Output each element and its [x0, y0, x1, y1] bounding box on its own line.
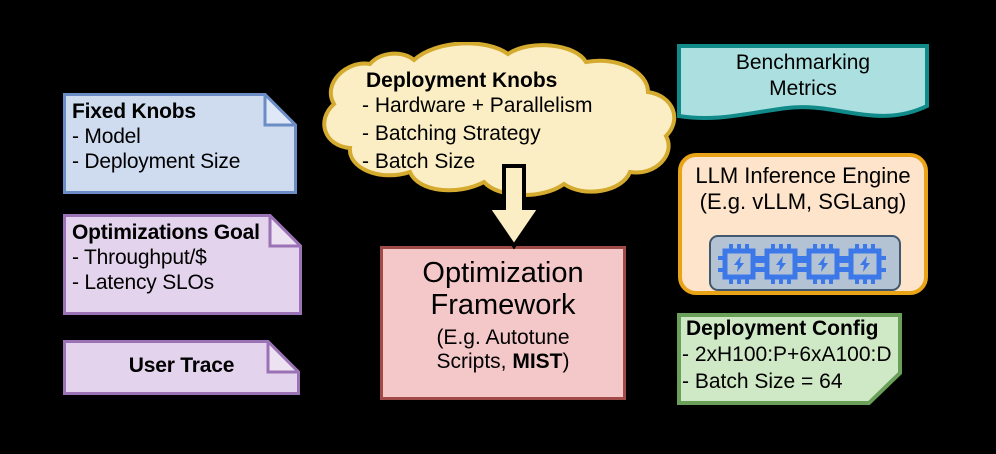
framework-line-4-suffix: ) — [562, 350, 570, 374]
deployment-config-box[interactable]: Deployment Config - 2xH100:P+6xA100:D - … — [677, 313, 902, 405]
framework-line-4-prefix: Scripts, — [436, 350, 513, 374]
optimization-goal-title: Optimizations Goal — [72, 221, 260, 244]
optimization-goal-item-1: - Latency SLOs — [72, 270, 214, 294]
deployment-config-title: Deployment Config — [686, 317, 879, 340]
optimization-framework-box[interactable]: Optimization Framework (E.g. Autotune Sc… — [380, 246, 626, 400]
deployment-config-item-1: - Batch Size = 64 — [682, 370, 843, 393]
gpu-chip-icon-4 — [844, 244, 886, 284]
down-arrow — [484, 164, 544, 250]
note-shape-optimization-goal — [63, 214, 302, 315]
note-shape-fixed-knobs — [63, 93, 297, 194]
cut-corner-shape-config — [677, 313, 902, 405]
engine-line-2: (E.g. vLLM, SGLang) — [699, 189, 907, 215]
framework-line-4: Scripts, MIST) — [383, 350, 623, 374]
user-trace-card[interactable]: User Trace — [63, 340, 300, 395]
gpu-chip-icon-3 — [802, 244, 844, 284]
document-shape-benchmarking — [677, 44, 929, 120]
benchmarking-line-1: Benchmarking — [735, 51, 871, 74]
deployment-knobs-item-0: - Hardware + Parallelism — [362, 94, 593, 117]
benchmarking-metrics-doc[interactable]: Benchmarking Metrics — [677, 44, 929, 120]
benchmarking-line-2: Metrics — [769, 76, 837, 100]
fixed-knobs-item-1: - Deployment Size — [72, 149, 241, 173]
fixed-knobs-card[interactable]: Fixed Knobs - Model - Deployment Size — [63, 93, 297, 194]
engine-line-1: LLM Inference Engine — [695, 163, 911, 188]
fixed-knobs-title: Fixed Knobs — [72, 100, 196, 123]
user-trace-title: User Trace — [128, 354, 235, 377]
deployment-knobs-cloud[interactable]: Deployment Knobs - Hardware + Parallelis… — [318, 42, 682, 198]
gpu-tray — [709, 235, 901, 291]
gpu-chip-icon-2 — [760, 244, 802, 284]
deployment-knobs-item-1: - Batching Strategy — [362, 122, 541, 145]
llm-inference-engine-box[interactable]: LLM Inference Engine (E.g. vLLM, SGLang) — [678, 153, 928, 295]
gpu-chip-row — [718, 244, 886, 284]
fixed-knobs-item-0: - Model — [72, 124, 141, 148]
note-shape-user-trace — [63, 340, 300, 395]
gpu-chip-icon-1 — [718, 244, 760, 284]
optimization-goal-card[interactable]: Optimizations Goal - Throughput/$ - Late… — [63, 214, 302, 315]
optimization-goal-item-0: - Throughput/$ — [72, 245, 207, 269]
framework-mist-label: MIST — [512, 350, 563, 374]
deployment-config-item-0: - 2xH100:P+6xA100:D — [682, 343, 892, 366]
down-arrow-icon — [484, 164, 544, 250]
framework-line-1: Optimization — [422, 257, 584, 289]
framework-line-2: Framework — [430, 289, 576, 322]
cloud-shape — [322, 42, 677, 197]
deployment-knobs-item-2: - Batch Size — [362, 150, 476, 173]
deployment-knobs-title: Deployment Knobs — [366, 69, 558, 92]
framework-line-3: (E.g. Autotune — [436, 325, 570, 349]
